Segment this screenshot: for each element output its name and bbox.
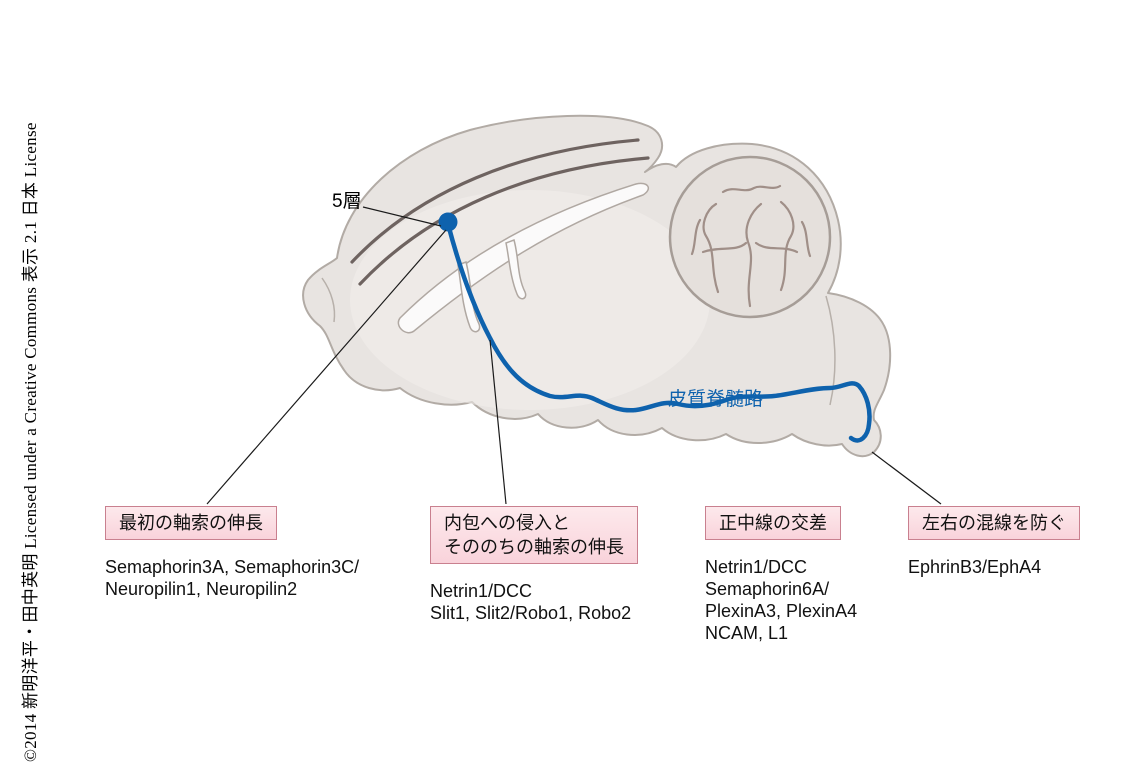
copyright-vertical-text: ©2014 新明洋平・田中英明 Licensed under a Creativ…	[21, 122, 40, 762]
layer5-neuron-dot	[438, 212, 458, 232]
pointer-box4	[871, 451, 942, 505]
pointer-box2	[489, 339, 507, 505]
pointer-lines	[206, 206, 942, 505]
cortex-layer-line-2	[358, 156, 650, 286]
annotation-prevent-crosstalk: 左右の混線を防ぐ EphrinB3/EphA4	[908, 506, 1080, 578]
annotation-box-title: 左右の混線を防ぐ	[908, 506, 1080, 540]
pointer-box1	[206, 229, 447, 505]
layer5-label: 5層	[332, 191, 362, 212]
brain-highlight	[350, 190, 710, 410]
olfactory-line	[321, 277, 336, 323]
annotation-molecules: Netrin1/DCC Slit1, Slit2/Robo1, Robo2	[430, 581, 632, 623]
brainstem-line	[825, 295, 836, 406]
annotation-box-title: 最初の軸索の伸長	[105, 506, 277, 540]
annotation-box-title: 正中線の交差	[705, 506, 841, 540]
annotation-midline-crossing: 正中線の交差 Netrin1/DCC Semaphorin6A/ PlexinA…	[705, 506, 857, 644]
ventricle-finger-2	[505, 239, 527, 300]
annotation-molecules: Netrin1/DCC Semaphorin6A/ PlexinA3, Plex…	[705, 557, 858, 643]
annotation-initial-axon-growth: 最初の軸索の伸長 Semaphorin3A, Semaphorin3C/ Neu…	[105, 506, 359, 600]
cortex-layer-line-1	[350, 138, 640, 264]
cerebellum-folia	[690, 184, 812, 308]
cerebellum-outline	[668, 155, 832, 319]
annotation-box-title: 内包への侵入と そののちの軸索の伸長	[430, 506, 638, 564]
annotation-molecules: Semaphorin3A, Semaphorin3C/ Neuropilin1,…	[105, 557, 360, 599]
pointer-layer5	[362, 206, 442, 227]
annotation-internal-capsule: 内包への侵入と そののちの軸索の伸長 Netrin1/DCC Slit1, Sl…	[430, 506, 638, 624]
white-band	[397, 182, 650, 334]
corticospinal-tract-label: 皮質脊髄路	[668, 389, 764, 410]
corticospinal-tract-path	[445, 221, 872, 443]
annotation-molecules: EphrinB3/EphA4	[908, 557, 1042, 577]
